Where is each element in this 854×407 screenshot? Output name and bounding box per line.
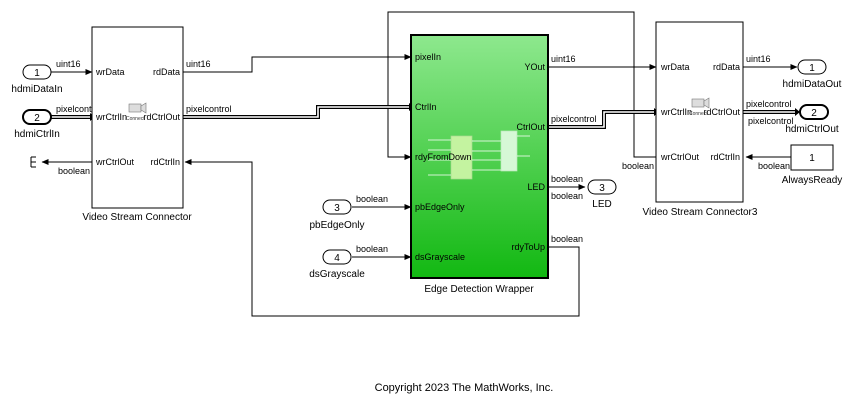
inport-1[interactable]: 1 hdmiDataIn bbox=[11, 64, 63, 95]
sig-label-vsc1-rddata: uint16 bbox=[186, 59, 211, 69]
block-always-ready[interactable]: 1 AlwaysReady bbox=[782, 144, 843, 186]
inport-3-label: pbEdgeOnly bbox=[309, 220, 364, 231]
sig-label-vsc3-rddata: uint16 bbox=[746, 54, 771, 64]
subsystem-icon bbox=[428, 130, 530, 180]
sig-label-vsc3-ctrlout-1: pixelcontrol bbox=[746, 99, 792, 109]
sig-label-led-2: boolean bbox=[551, 191, 583, 201]
bus-ctrlout bbox=[548, 110, 654, 129]
vsc3-port-in-2: wrCtrlOut bbox=[660, 152, 699, 162]
line-vsc1-rddata bbox=[183, 54, 412, 73]
connector-icon: Connect bbox=[126, 102, 147, 122]
inport-1-label: hdmiDataIn bbox=[11, 84, 62, 95]
outport-3-label: LED bbox=[592, 199, 611, 210]
vsc1-port-out-1: rdCtrlOut bbox=[143, 112, 180, 122]
sig-label-ctrlout: pixelcontrol bbox=[551, 114, 597, 124]
outport-1-number: 1 bbox=[809, 63, 815, 74]
inport-4-label: dsGrayscale bbox=[309, 269, 365, 280]
edw-port-out-2: LED bbox=[527, 182, 545, 192]
outport-2-number: 2 bbox=[811, 108, 817, 119]
signal-labels: uint16 pixelcontrol boolean uint16 pixel… bbox=[56, 54, 794, 254]
block-edge-detection-wrapper[interactable]: pixelIn CtrlIn rdyFromDown pbEdgeOnly ds… bbox=[410, 34, 549, 295]
vsc1-port-in-0: wrData bbox=[95, 67, 125, 77]
vsc1-port-out-2: rdCtrlIn bbox=[150, 157, 180, 167]
edw-port-out-0: YOut bbox=[524, 62, 545, 72]
vsc3-label: Video Stream Connector3 bbox=[643, 207, 758, 218]
sig-label-vsc3-wrctrlout: boolean bbox=[622, 161, 654, 171]
sig-label-hdmictrlin: pixelcontrol bbox=[56, 104, 102, 114]
sig-label-terminator: boolean bbox=[58, 166, 90, 176]
vsc3-port-out-2: rdCtrlIn bbox=[710, 152, 740, 162]
bus-lines bbox=[51, 103, 800, 129]
block-video-stream-connector3[interactable]: wrData wrCtrlIn wrCtrlOut rdData rdCtrlO… bbox=[643, 21, 758, 218]
inport-4[interactable]: 4 dsGrayscale bbox=[309, 249, 365, 280]
outport-2-label: hdmiCtrlOut bbox=[785, 124, 839, 135]
inport-2[interactable]: 2 hdmiCtrlIn bbox=[14, 109, 60, 140]
edw-port-in-0: pixelIn bbox=[415, 52, 441, 62]
outport-2[interactable]: 2 hdmiCtrlOut bbox=[785, 104, 839, 135]
inport-2-label: hdmiCtrlIn bbox=[14, 129, 60, 140]
outport-1[interactable]: 1 hdmiDataOut bbox=[783, 59, 842, 90]
sig-label-vsc3-ctrlout-2: pixelcontrol bbox=[748, 116, 794, 126]
connector-icon: Connect bbox=[689, 97, 710, 117]
outport-1-label: hdmiDataOut bbox=[783, 79, 842, 90]
edw-port-in-4: dsGrayscale bbox=[415, 252, 465, 262]
edw-port-in-1: CtrlIn bbox=[415, 102, 437, 112]
inport-2-number: 2 bbox=[34, 113, 40, 124]
edw-port-in-3: pbEdgeOnly bbox=[415, 202, 465, 212]
vsc1-label: Video Stream Connector bbox=[82, 212, 192, 223]
vsc3-port-in-0: wrData bbox=[660, 62, 690, 72]
inport-3-number: 3 bbox=[334, 203, 340, 214]
always-ready-value: 1 bbox=[809, 153, 815, 164]
sig-label-dsgrayscale: boolean bbox=[356, 244, 388, 254]
sig-label-vsc1-ctrlout: pixelcontrol bbox=[186, 104, 232, 114]
outport-3-number: 3 bbox=[599, 183, 605, 194]
vsc3-port-out-0: rdData bbox=[713, 62, 740, 72]
vsc3-port-in-1: wrCtrlIn bbox=[660, 107, 692, 117]
bus-vsc1-ctrlout bbox=[183, 105, 409, 119]
line-rdytoup-loop bbox=[184, 159, 580, 317]
inport-3[interactable]: 3 pbEdgeOnly bbox=[309, 199, 365, 231]
line-rdy-loop bbox=[387, 11, 656, 160]
copyright-text: Copyright 2023 The MathWorks, Inc. bbox=[375, 382, 554, 394]
vsc1-port-in-2: wrCtrlOut bbox=[95, 157, 134, 167]
edw-port-out-3: rdyToUp bbox=[511, 242, 545, 252]
block-video-stream-connector[interactable]: wrData wrCtrlIn wrCtrlOut rdData rdCtrlO… bbox=[82, 26, 192, 223]
terminator-block[interactable] bbox=[30, 156, 36, 168]
sig-label-yout: uint16 bbox=[551, 54, 576, 64]
edw-port-out-1: CtrlOut bbox=[516, 122, 545, 132]
signal-lines bbox=[41, 11, 798, 317]
inport-4-number: 4 bbox=[334, 253, 340, 264]
sig-label-led-1: boolean bbox=[551, 174, 583, 184]
sig-label-hdmidatain: uint16 bbox=[56, 59, 81, 69]
vsc1-port-out-0: rdData bbox=[153, 67, 180, 77]
outport-3[interactable]: 3 LED bbox=[587, 179, 617, 210]
edw-port-in-2: rdyFromDown bbox=[415, 152, 472, 162]
edw-label: Edge Detection Wrapper bbox=[424, 284, 534, 295]
sig-label-rdytoup: boolean bbox=[551, 234, 583, 244]
vsc1-icon-text: Connect bbox=[126, 116, 145, 122]
sig-label-alwaysready: boolean bbox=[758, 161, 790, 171]
sig-label-pbedgeonly: boolean bbox=[356, 194, 388, 204]
inport-1-number: 1 bbox=[34, 68, 40, 79]
vsc1-port-in-1: wrCtrlIn bbox=[95, 112, 127, 122]
always-ready-label: AlwaysReady bbox=[782, 175, 843, 186]
vsc3-port-out-1: rdCtrlOut bbox=[703, 107, 740, 117]
vsc3-icon-text: Connect bbox=[689, 111, 708, 117]
